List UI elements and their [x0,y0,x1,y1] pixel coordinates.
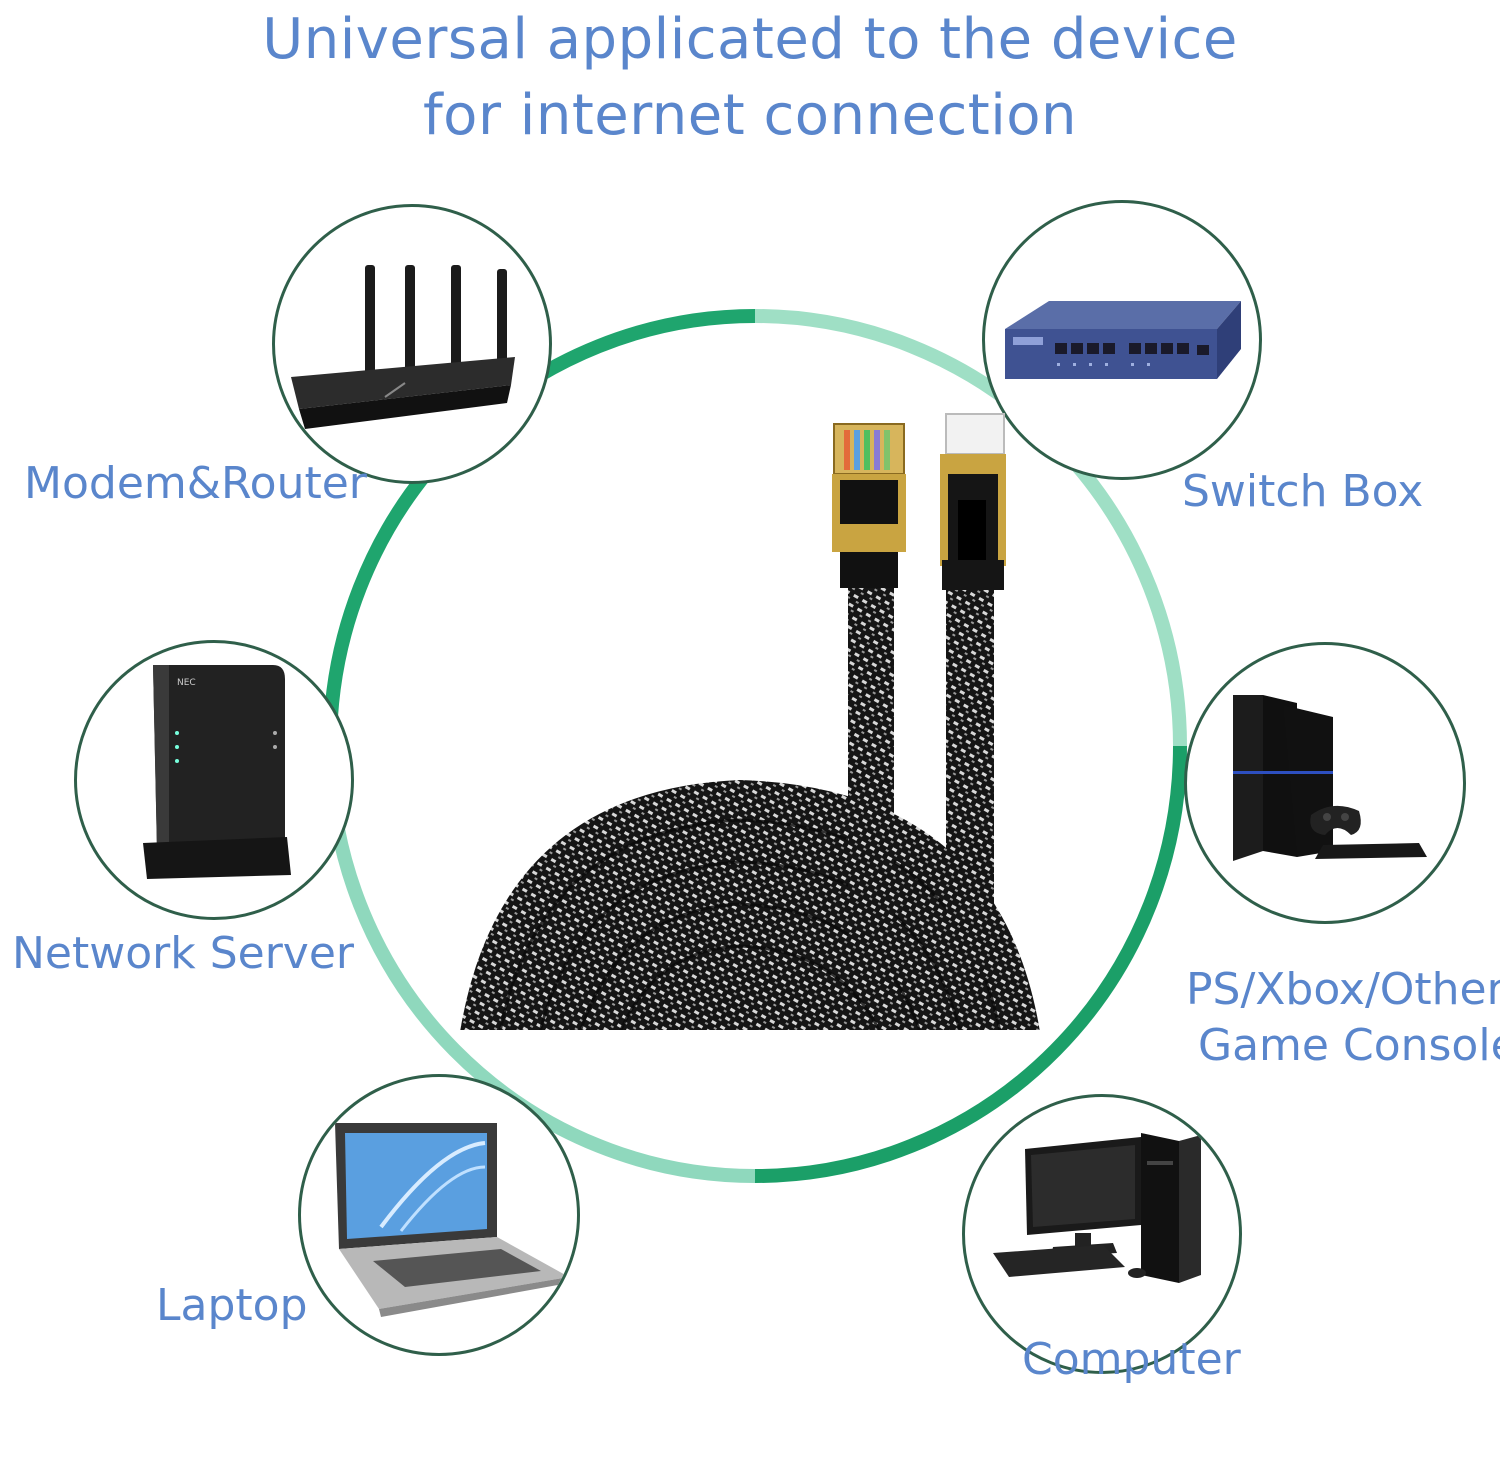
modem-router-circle[interactable] [272,204,552,484]
switch-box-circle[interactable] [982,200,1262,480]
modem-router-label: Modem&Router [24,458,367,509]
laptop-label: Laptop [156,1280,308,1331]
network-switch-icon [1005,301,1241,379]
computer-label: Computer [1022,1334,1241,1385]
cable-lead-right [946,560,994,980]
cable-lead-left [848,560,894,980]
game-console-label-line1: PS/Xbox/Other [1186,964,1500,1015]
computer-circle[interactable] [962,1094,1242,1374]
laptop-icon [335,1123,569,1317]
wifi-server-icon: NEC [143,665,291,879]
desktop-computer-icon [993,1133,1201,1283]
rj45-connector-right [940,413,1006,590]
network-server-label: Network Server [12,928,354,979]
switch-box-label: Switch Box [1182,466,1424,517]
page-title-line1: Universal applicated to the device [262,7,1238,72]
svg-text:NEC: NEC [177,678,196,688]
cable-coil [460,780,1040,1030]
ethernet-cable-image [460,413,1040,1030]
router-icon [291,265,515,429]
rj45-connector-left [832,423,906,588]
game-console-icon [1233,695,1427,861]
game-console-circle[interactable] [1184,642,1466,924]
page-title-line2: for internet connection [422,83,1078,148]
network-server-circle[interactable]: NEC [74,640,354,920]
laptop-circle[interactable] [298,1074,580,1356]
game-console-label-line2: Game Console [1198,1020,1500,1071]
